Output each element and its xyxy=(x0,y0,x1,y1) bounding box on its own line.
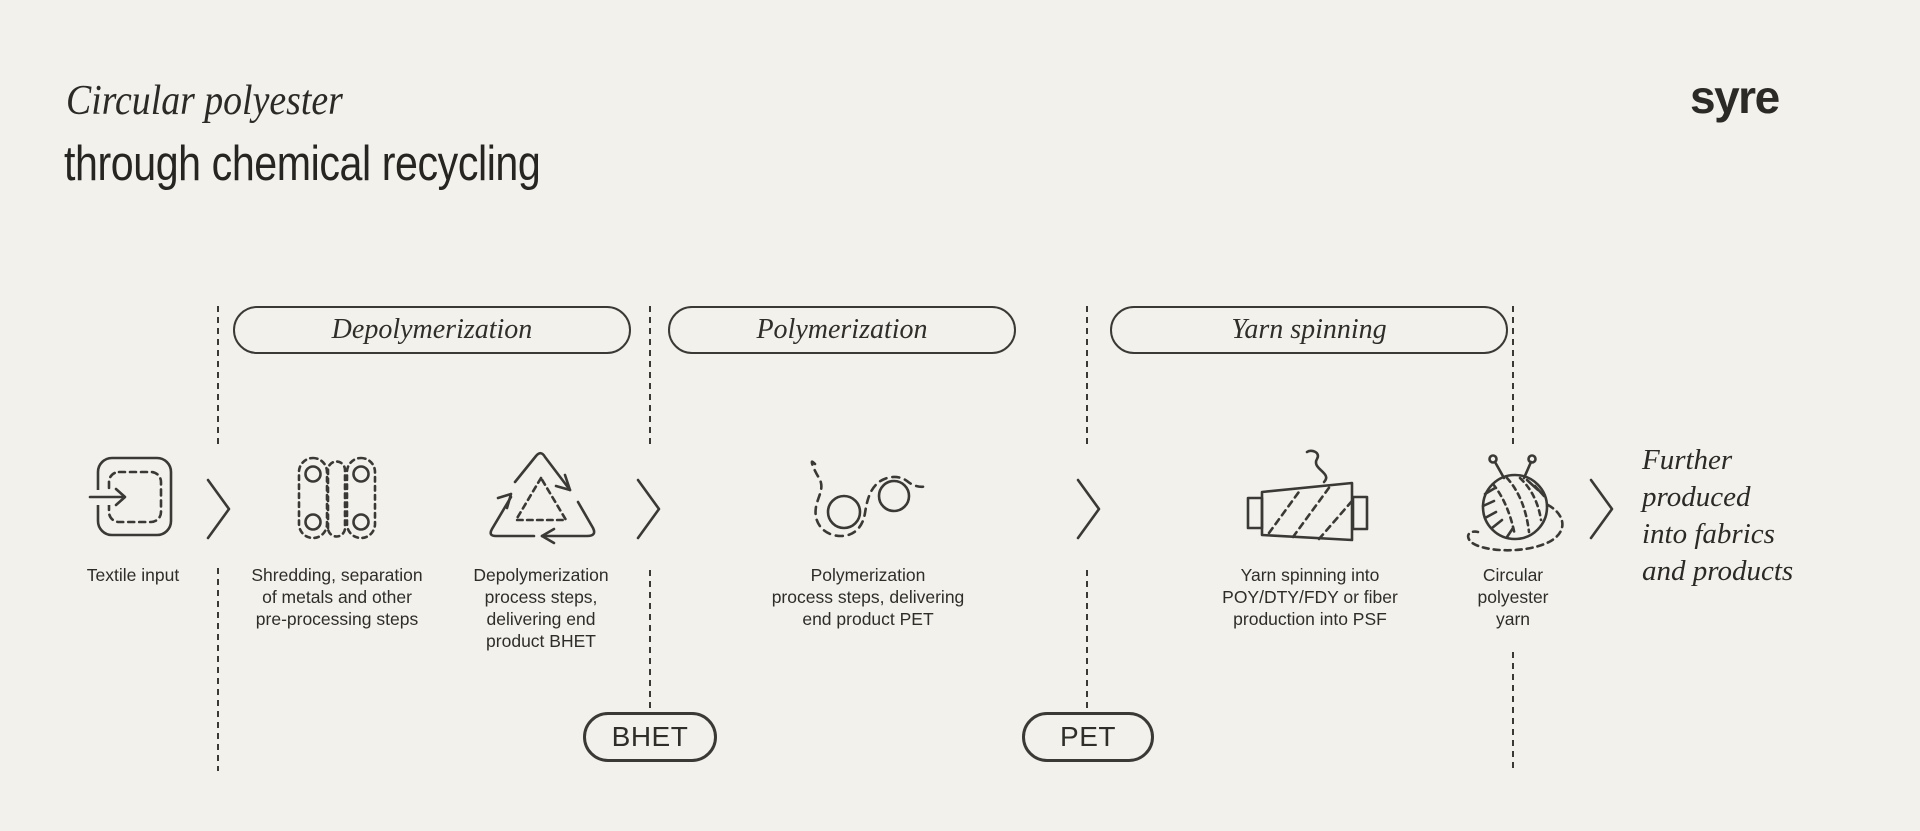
step-caption: Yarn spinning into POY/DTY/FDY or fiber … xyxy=(1222,565,1398,629)
stage-divider-dashed-line xyxy=(217,306,219,444)
step-caption: Polymerization process steps, delivering… xyxy=(771,565,965,629)
polymer-chain-icon xyxy=(800,455,935,550)
step-caption: Circular polyester yarn xyxy=(1477,565,1549,629)
product-chip-bhet: BHET xyxy=(583,712,717,762)
product-chip-pet: PET xyxy=(1022,712,1154,762)
syre-logo: syre xyxy=(1690,71,1780,123)
stage-divider-dashed-line xyxy=(649,306,651,444)
yarn-ball-icon xyxy=(1465,448,1565,566)
stage-divider-dashed-line xyxy=(649,570,651,710)
stage-pill-polymerization: Polymerization xyxy=(668,306,1016,354)
stage-pill-label: Yarn spinning xyxy=(1231,314,1387,345)
stage-pill-label: Polymerization xyxy=(756,314,928,345)
stage-divider-dashed-line xyxy=(1086,306,1088,444)
textile-input-icon xyxy=(88,456,174,538)
page-title-line1: Circular polyester xyxy=(66,78,343,124)
stage-pill-yarn-spinning: Yarn spinning xyxy=(1110,306,1508,354)
flow-chevron-icon xyxy=(1589,478,1615,540)
shredder-capsules-icon xyxy=(297,454,377,542)
page-title-line2: through chemical recycling xyxy=(64,137,541,191)
flow-chevron-icon xyxy=(636,478,662,540)
product-chip-label: BHET xyxy=(611,721,689,752)
outro-note: Further produced into fabrics and produc… xyxy=(1642,444,1794,587)
step-caption: Textile input xyxy=(86,565,180,585)
step-caption: Depolymerization process steps, deliveri… xyxy=(473,565,609,651)
flow-chevron-icon xyxy=(206,478,232,540)
stage-pill-depolymerization: Depolymerization xyxy=(233,306,631,354)
stage-divider-dashed-line xyxy=(1512,306,1514,444)
step-caption: Shredding, separation of metals and othe… xyxy=(251,565,423,629)
product-chip-label: PET xyxy=(1060,721,1116,752)
recycle-triangle-icon xyxy=(484,444,599,549)
stage-divider-dashed-line xyxy=(217,568,219,771)
flow-chevron-icon xyxy=(1076,478,1102,540)
stage-divider-dashed-line xyxy=(1512,652,1514,768)
stage-pill-label: Depolymerization xyxy=(331,314,533,345)
yarn-bobbin-icon xyxy=(1245,445,1373,545)
stage-divider-dashed-line xyxy=(1086,570,1088,710)
